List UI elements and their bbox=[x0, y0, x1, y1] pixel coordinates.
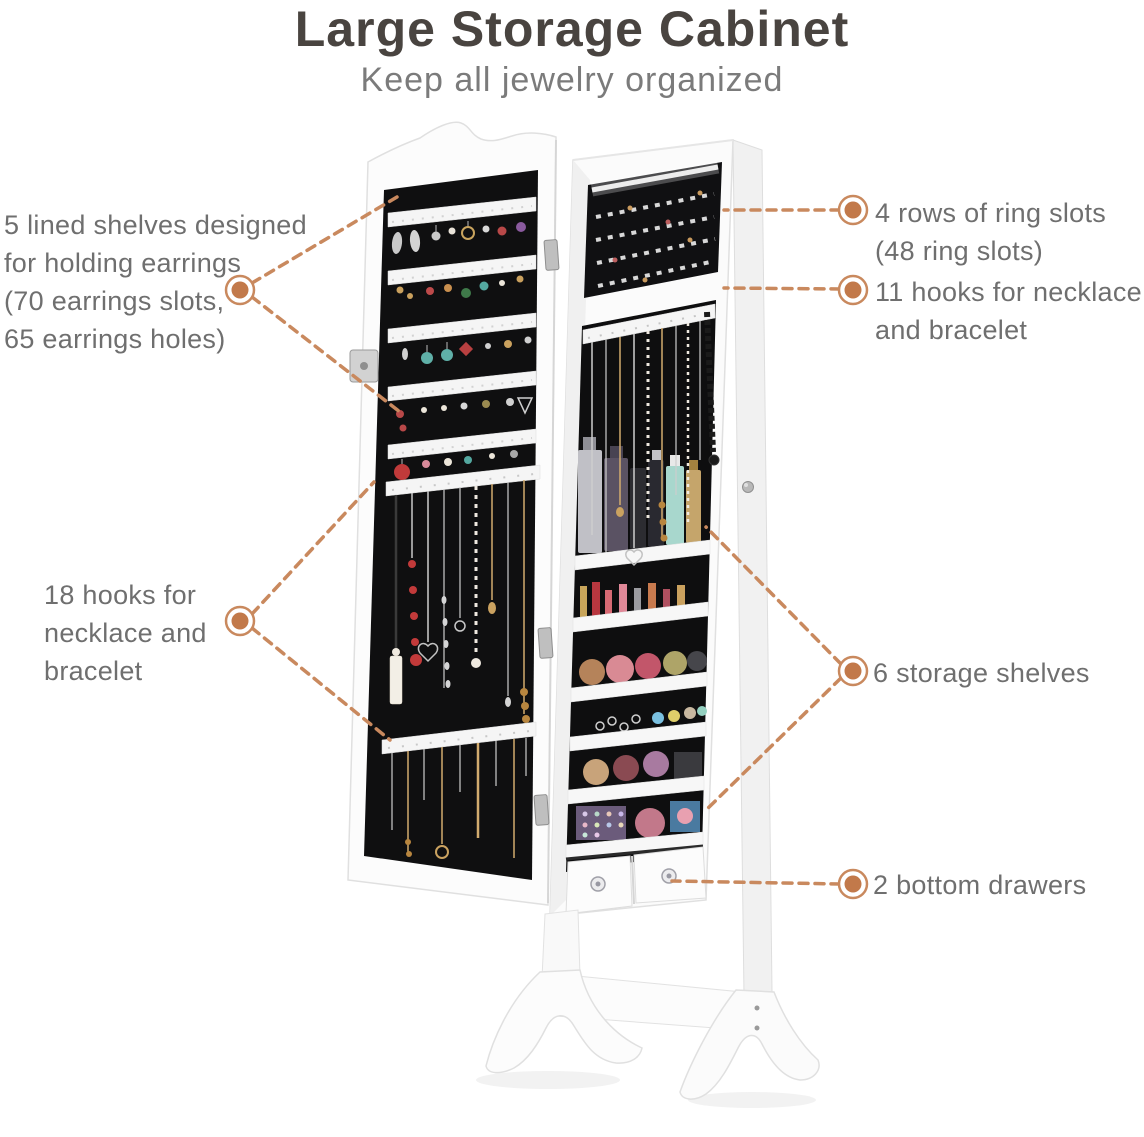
callout-line-text: 2 bottom drawers bbox=[873, 870, 1087, 900]
callout-line-text: 6 storage shelves bbox=[873, 658, 1090, 688]
callout-line-text: and bracelet bbox=[875, 315, 1028, 345]
cabinet-stand bbox=[485, 909, 820, 1100]
door-necklaces-upper bbox=[389, 480, 530, 723]
callout-door-hooks: 18 hooks for necklace and bracelet bbox=[44, 576, 207, 690]
small-jewelry-row bbox=[595, 706, 707, 732]
callout-dot-door-hooks bbox=[224, 605, 256, 637]
callout-dot-cabinet-hooks bbox=[837, 274, 869, 306]
makeup-row bbox=[583, 751, 702, 785]
callout-line-text: 4 rows of ring slots bbox=[875, 198, 1107, 228]
door-hinges bbox=[533, 239, 560, 826]
callout-line-text: 65 earrings holes) bbox=[4, 324, 226, 354]
callout-line-text: 5 lined shelves designed bbox=[4, 210, 307, 240]
callout-dot-earring-shelves bbox=[224, 274, 256, 306]
bottom-drawers bbox=[565, 844, 707, 915]
callout-line-text: (48 ring slots) bbox=[875, 236, 1044, 266]
rear-support-leg bbox=[732, 139, 773, 997]
callout-cabinet-hooks: 11 hooks for necklace and bracelet bbox=[875, 273, 1142, 349]
callout-line bbox=[702, 676, 843, 814]
door-earrings bbox=[391, 221, 534, 480]
front-foot bbox=[485, 969, 643, 1074]
callout-bottom-drawers: 2 bottom drawers bbox=[873, 866, 1086, 904]
callout-line-text: for holding earrings bbox=[4, 248, 242, 278]
callout-storage-shelves: 6 storage shelves bbox=[873, 654, 1090, 692]
stand-stem bbox=[541, 909, 581, 979]
door-lock bbox=[349, 349, 379, 383]
door-necklaces-lower bbox=[391, 738, 527, 859]
door-hook-bar-lower bbox=[381, 721, 537, 755]
callout-line-text: 11 hooks for necklace bbox=[875, 277, 1142, 307]
lipstick-row bbox=[580, 582, 685, 617]
callout-dot-ring-slots bbox=[837, 194, 869, 226]
door-velvet-panel bbox=[364, 170, 538, 880]
callout-line-text: (70 earrings slots, bbox=[4, 286, 225, 316]
callout-line-text: bracelet bbox=[44, 656, 143, 686]
callout-line bbox=[250, 480, 376, 616]
page-title: Large Storage Cabinet bbox=[294, 1, 850, 57]
callout-line-text: 18 hooks for bbox=[44, 580, 197, 610]
callout-line bbox=[250, 295, 402, 414]
drawer-knob-left bbox=[590, 876, 606, 892]
led-light-strip bbox=[591, 164, 719, 193]
compact-row bbox=[579, 651, 707, 685]
page-subtitle: Keep all jewelry organized bbox=[360, 61, 784, 99]
cabinet-door bbox=[347, 121, 557, 906]
cabinet-hook-bar bbox=[582, 303, 716, 345]
door-earring-shelves bbox=[387, 196, 537, 460]
cabinet-body bbox=[533, 139, 773, 997]
callout-lines bbox=[224, 194, 869, 900]
door-hook-bar-upper bbox=[385, 464, 541, 497]
callout-line bbox=[250, 195, 399, 285]
cabinet-necklaces bbox=[591, 311, 720, 567]
callout-ring-slots: 4 rows of ring slots (48 ring slots) bbox=[875, 194, 1106, 270]
callout-earring-shelves: 5 lined shelves designed for holding ear… bbox=[4, 206, 307, 358]
floor-shadows bbox=[476, 1071, 816, 1108]
palette-row bbox=[576, 801, 700, 840]
leg-pivot-knob bbox=[742, 481, 754, 493]
callout-line-text: necklace and bbox=[44, 618, 207, 648]
callout-line bbox=[670, 879, 842, 886]
main-compartment bbox=[565, 300, 720, 872]
callout-line bbox=[722, 286, 842, 291]
callout-line bbox=[250, 626, 392, 742]
rear-foot bbox=[679, 989, 820, 1100]
callout-dot-storage-shelves bbox=[837, 655, 869, 687]
callout-line bbox=[704, 525, 843, 666]
callout-dot-bottom-drawers bbox=[837, 868, 869, 900]
ring-slot-panel bbox=[584, 160, 722, 298]
